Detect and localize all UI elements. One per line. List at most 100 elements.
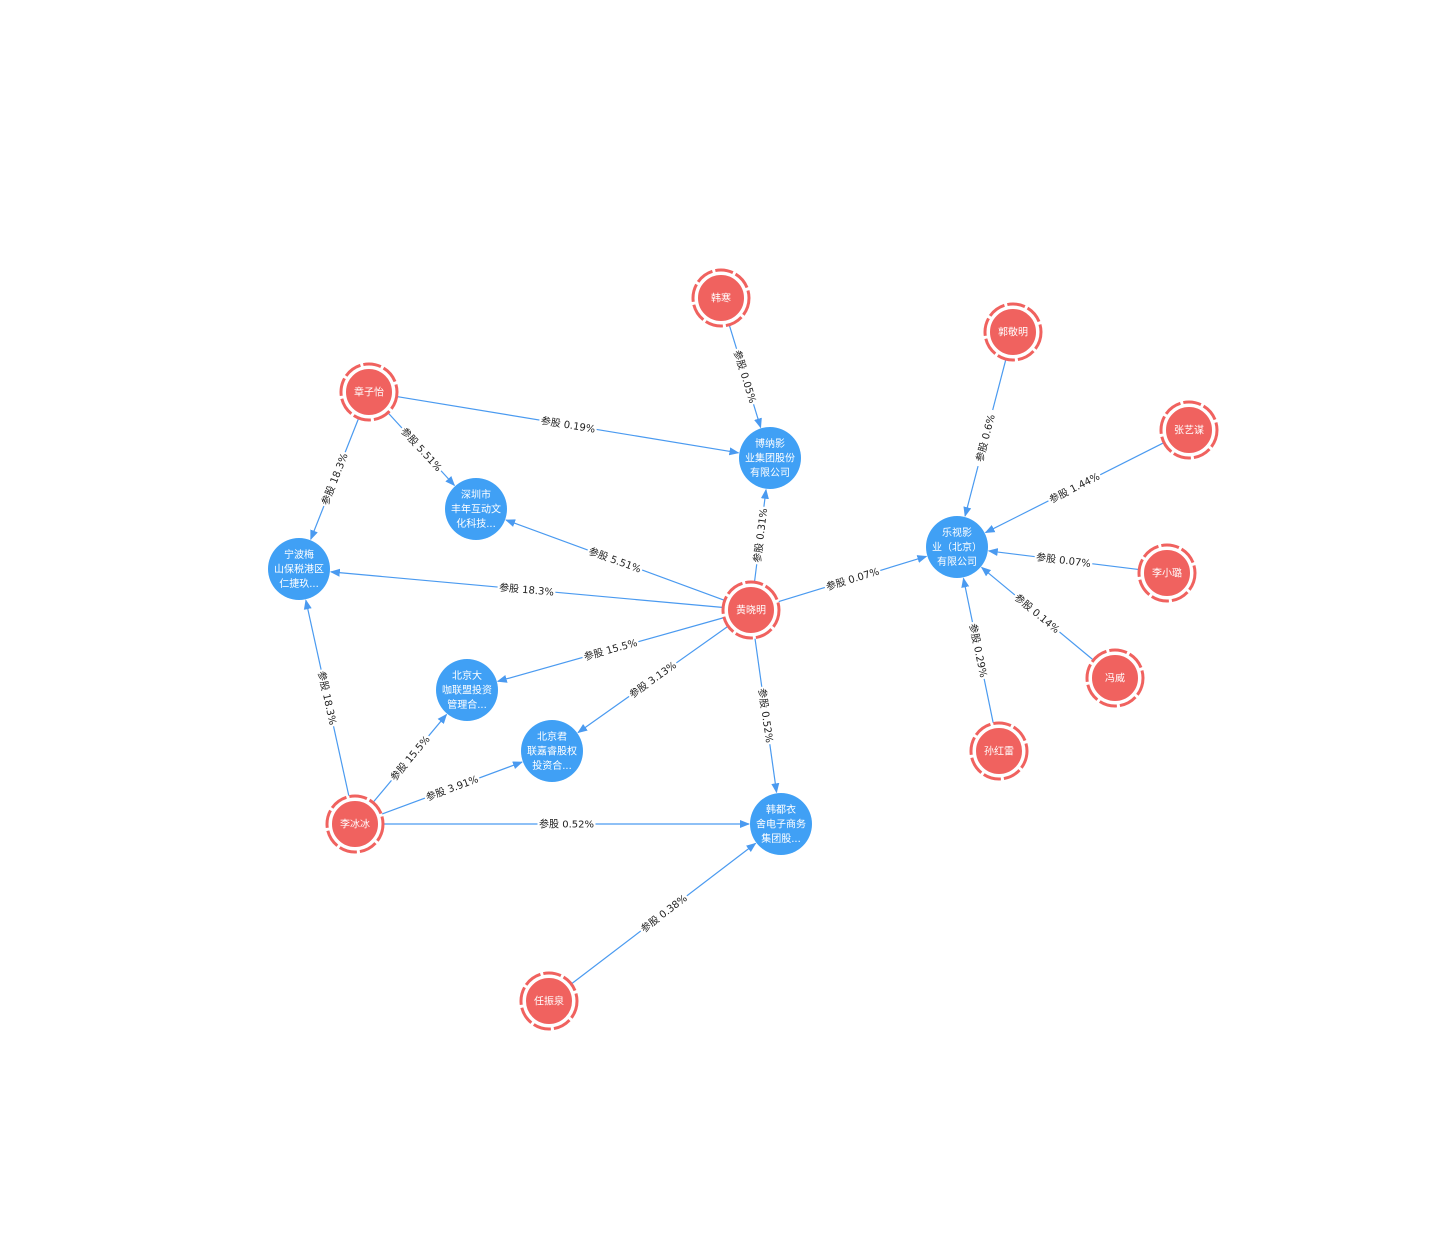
edge-zhangyimou-leshi: 参股 1.44% xyxy=(984,442,1164,534)
person-node-guojingming[interactable]: 郭敬明 xyxy=(983,302,1043,362)
person-node-circle xyxy=(974,726,1024,776)
node-label-line: 博纳影 xyxy=(755,437,785,450)
edge-huangxiaoming-leshi: 参股 0.07% xyxy=(778,555,928,603)
edge-label: 参股 0.38% xyxy=(638,892,690,936)
edge-label-background xyxy=(1045,468,1103,506)
node-label-line: 冯威 xyxy=(1105,672,1125,685)
edge-label-background xyxy=(497,580,557,598)
company-node-junlian[interactable]: 北京君联嘉睿股权投资合... xyxy=(521,720,583,782)
node-label-line: 任振泉 xyxy=(534,995,564,1008)
node-label-line: 韩寒 xyxy=(711,292,731,305)
person-node-ring xyxy=(969,721,1029,781)
person-node-fengwei[interactable]: 冯威 xyxy=(1085,648,1145,708)
node-label-line: 北京君 xyxy=(537,730,567,743)
edge-label-background xyxy=(625,657,680,701)
edge-renzhenquan-handuyishe: 参股 0.38% xyxy=(571,842,757,984)
edge-label: 参股 0.6% xyxy=(973,413,998,463)
company-node-shenzhen[interactable]: 深圳市丰年互动文化科技... xyxy=(445,478,507,540)
company-node-handuyishe[interactable]: 韩都衣舍电子商务集团股... xyxy=(750,793,812,855)
edge-label: 参股 18.3% xyxy=(315,670,339,726)
person-node-zhangyimou[interactable]: 张艺谋 xyxy=(1159,400,1219,460)
edge-label-background xyxy=(538,413,598,435)
edge-label-background xyxy=(537,817,596,829)
company-node-circle xyxy=(268,538,330,600)
node-label-line: 集团股... xyxy=(761,832,801,845)
node-label-line: 联嘉睿股权 xyxy=(527,745,577,758)
person-node-ring xyxy=(1137,543,1197,603)
person-node-ring xyxy=(1159,400,1219,460)
edge-libingbing-ningbo: 参股 18.3% xyxy=(303,599,350,796)
person-node-ring xyxy=(1085,648,1145,708)
edge-label-background xyxy=(971,408,998,468)
edge-label-background xyxy=(636,890,690,935)
person-node-hanhan[interactable]: 韩寒 xyxy=(691,268,751,328)
edge-label-background xyxy=(585,543,645,575)
person-node-renzhenquan[interactable]: 任振泉 xyxy=(519,971,579,1031)
edge-label: 参股 15.5% xyxy=(387,733,432,784)
person-node-lixiaolu[interactable]: 李小璐 xyxy=(1137,543,1197,603)
edge-label-background xyxy=(386,731,433,784)
node-label-line: 深圳市 xyxy=(461,488,491,501)
person-node-huangxiaoming[interactable]: 黄晓明 xyxy=(721,580,781,640)
edge-label: 参股 1.44% xyxy=(1047,470,1102,506)
edge-label-background xyxy=(749,505,769,565)
edge-zhangziyi-ningbo: 参股 18.3% xyxy=(310,418,359,541)
edge-label: 参股 15.5% xyxy=(582,636,638,663)
company-node-circle xyxy=(739,427,801,489)
edge-label-background xyxy=(1011,589,1064,636)
node-label-line: 章子怡 xyxy=(354,386,384,399)
node-label-line: 山保税港区 xyxy=(274,563,324,576)
edge-huangxiaoming-bona: 参股 0.31% xyxy=(749,488,770,582)
edge-label-background xyxy=(756,685,777,745)
person-node-circle xyxy=(726,585,776,635)
person-node-sunhonglei[interactable]: 孙红雷 xyxy=(969,721,1029,781)
edge-label-background xyxy=(398,423,447,475)
edge-lixiaolu-leshi: 参股 0.07% xyxy=(987,548,1139,571)
edges-layer: 参股 0.05%参股 0.19%参股 5.51%参股 18.3%参股 0.31%… xyxy=(303,325,1164,984)
edge-huangxiaoming-ningbo: 参股 18.3% xyxy=(329,568,723,608)
edge-label-background xyxy=(580,634,640,663)
company-node-circle xyxy=(521,720,583,782)
node-label-line: 投资合... xyxy=(532,759,572,772)
node-label-line: 咖联盟投资 xyxy=(442,684,492,697)
node-label-line: 仁捷玖... xyxy=(279,577,319,590)
edge-label: 参股 0.29% xyxy=(966,622,990,678)
edge-label-background xyxy=(967,620,992,680)
edge-guojingming-leshi: 参股 0.6% xyxy=(963,359,1007,518)
edge-label: 参股 0.52% xyxy=(756,687,777,743)
node-label-line: 李小璐 xyxy=(1152,567,1182,580)
edge-label-background xyxy=(1034,549,1094,569)
node-label-line: 李冰冰 xyxy=(340,818,370,831)
edge-label-background xyxy=(316,668,341,728)
nodes-layer: 韩寒章子怡郭敬明张艺谋李小璐冯威孙红雷黄晓明李冰冰任振泉博纳影业集团股份有限公司… xyxy=(268,268,1219,1031)
edge-label: 参股 0.52% xyxy=(539,818,594,831)
node-label-line: 业集团股份 xyxy=(745,452,795,465)
company-node-circle xyxy=(436,659,498,721)
node-label-line: 张艺谋 xyxy=(1174,425,1204,437)
company-node-dakalianmeng[interactable]: 北京大咖联盟投资管理合... xyxy=(436,659,498,721)
node-label-line: 有限公司 xyxy=(937,555,977,568)
node-label-line: 韩都衣 xyxy=(766,803,796,816)
node-label-line: 化科技... xyxy=(456,517,496,530)
person-node-zhangziyi[interactable]: 章子怡 xyxy=(339,362,399,422)
company-node-ningbo[interactable]: 宁波梅山保税港区仁捷玖... xyxy=(268,538,330,600)
edge-huangxiaoming-handuyishe: 参股 0.52% xyxy=(754,638,780,794)
person-node-ring xyxy=(983,302,1043,362)
person-node-libingbing[interactable]: 李冰冰 xyxy=(325,794,385,854)
person-node-circle xyxy=(330,799,380,849)
node-label-line: 业（北京） xyxy=(932,541,982,554)
edge-label-background xyxy=(822,563,882,593)
node-label-line: 管理合... xyxy=(447,698,487,711)
company-node-circle xyxy=(926,516,988,578)
person-node-ring xyxy=(339,362,399,422)
node-label-line: 乐视影 xyxy=(942,526,972,539)
node-label-line: 丰年互动文 xyxy=(451,503,501,516)
edge-huangxiaoming-junlian: 参股 3.13% xyxy=(577,626,728,734)
node-label-line: 北京大 xyxy=(452,669,482,682)
node-label-line: 孙红雷 xyxy=(984,745,1014,758)
node-label-line: 有限公司 xyxy=(750,466,790,479)
person-node-circle xyxy=(988,307,1038,357)
edge-label: 参股 3.13% xyxy=(627,658,679,700)
